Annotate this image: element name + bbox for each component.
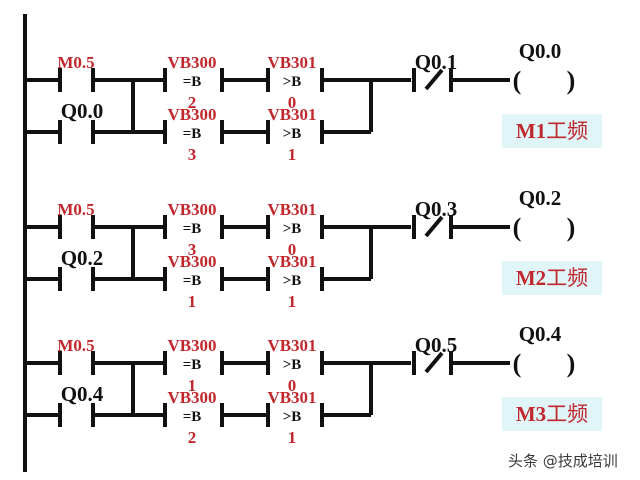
compare-contact-VB301-0-1[interactable]: VB301 >B 0 xyxy=(266,200,324,259)
mode-label-text: M1工频 xyxy=(516,119,588,143)
compare-contact-VB301-1-1[interactable]: VB301 >B 1 xyxy=(266,388,324,447)
interlock-nc-contact-Q0.1[interactable]: Q0.1 xyxy=(412,50,458,92)
enable-contact-label: M0.5 xyxy=(57,53,94,72)
compare-operand1: VB300 xyxy=(167,200,216,219)
rung-2: M0.5Q0.2VB300=B3VB301>B0VB300=B1VB301>B1… xyxy=(25,186,602,311)
compare-operand2: 0 xyxy=(288,240,297,259)
compare-contact-VB301-1-1[interactable]: VB301 >B 1 xyxy=(266,105,324,164)
compare-operand1: VB301 xyxy=(267,252,316,271)
coil-right-paren: ) xyxy=(567,213,576,242)
compare-operator: >B xyxy=(283,221,302,237)
compare-operand2: 0 xyxy=(288,376,297,395)
coil-right-paren: ) xyxy=(567,349,576,378)
compare-operator: >B xyxy=(283,126,302,142)
compare-operator: =B xyxy=(183,357,202,373)
seal-contact-label: Q0.2 xyxy=(61,246,104,270)
compare-operand1: VB301 xyxy=(267,53,316,72)
mode-label: M2工频 xyxy=(502,261,602,295)
compare-operator: >B xyxy=(283,273,302,289)
coil-label: Q0.0 xyxy=(519,39,562,63)
nc-slash xyxy=(424,215,444,238)
mode-label-bg xyxy=(502,397,602,431)
compare-contact-VB301-0-1[interactable]: VB301 >B 0 xyxy=(266,53,324,112)
compare-contact-VB300-0-0[interactable]: VB300 =B 1 xyxy=(163,336,224,395)
interlock-contact-label: Q0.5 xyxy=(415,333,458,357)
compare-operator: >B xyxy=(283,409,302,425)
compare-contact-VB300-1-0[interactable]: VB300 =B 1 xyxy=(163,252,224,311)
mode-name: 工频 xyxy=(546,402,588,426)
motor-id: M1 xyxy=(516,119,546,143)
compare-contact-VB300-1-0[interactable]: VB300 =B 2 xyxy=(163,388,224,447)
compare-operand1: VB301 xyxy=(267,200,316,219)
output-coil-Q0.4[interactable]: ()Q0.4 xyxy=(513,322,576,378)
mode-label-text: M2工频 xyxy=(516,266,588,290)
compare-operand2: 1 xyxy=(288,428,297,447)
compare-operand2: 2 xyxy=(188,93,197,112)
mode-name: 工频 xyxy=(546,119,588,143)
compare-operand1: VB300 xyxy=(167,336,216,355)
compare-operator: =B xyxy=(183,74,202,90)
compare-operand1: VB301 xyxy=(267,105,316,124)
compare-contact-VB301-1-1[interactable]: VB301 >B 1 xyxy=(266,252,324,311)
compare-operand2: 1 xyxy=(288,145,297,164)
compare-contact-VB300-0-0[interactable]: VB300 =B 3 xyxy=(163,200,224,259)
interlock-nc-contact-Q0.5[interactable]: Q0.5 xyxy=(412,333,458,375)
mode-label: M1工频 xyxy=(502,114,602,148)
mode-label-bg xyxy=(502,261,602,295)
compare-operator: =B xyxy=(183,409,202,425)
seal-contact-label: Q0.0 xyxy=(61,99,104,123)
seal-contact-Q0.0[interactable] xyxy=(58,120,95,144)
compare-operand1: VB300 xyxy=(167,388,216,407)
compare-operand2: 2 xyxy=(188,428,197,447)
interlock-contact-label: Q0.1 xyxy=(415,50,458,74)
enable-contact-label: M0.5 xyxy=(57,336,94,355)
output-coil-Q0.2[interactable]: ()Q0.2 xyxy=(513,186,576,242)
coil-label: Q0.4 xyxy=(519,322,562,346)
compare-operand2: 1 xyxy=(188,292,197,311)
compare-operand1: VB300 xyxy=(167,53,216,72)
mode-label-text: M3工频 xyxy=(516,402,588,426)
seal-contact-label: Q0.4 xyxy=(61,382,104,406)
compare-contact-VB301-0-1[interactable]: VB301 >B 0 xyxy=(266,336,324,395)
rung-3: M0.5Q0.4VB300=B1VB301>B0VB300=B2VB301>B1… xyxy=(25,322,602,447)
output-coil-Q0.0[interactable]: ()Q0.0 xyxy=(513,39,576,95)
nc-slash xyxy=(424,351,444,374)
compare-operand1: VB300 xyxy=(167,252,216,271)
coil-right-paren: ) xyxy=(567,66,576,95)
compare-operand2: 1 xyxy=(188,376,197,395)
mode-name: 工频 xyxy=(546,266,588,290)
compare-operator: >B xyxy=(283,74,302,90)
motor-id: M2 xyxy=(516,266,546,290)
compare-operator: >B xyxy=(283,357,302,373)
compare-operand2: 1 xyxy=(288,292,297,311)
interlock-contact-label: Q0.3 xyxy=(415,197,458,221)
coil-label: Q0.2 xyxy=(519,186,562,210)
compare-operator: =B xyxy=(183,126,202,142)
rung-1: M0.5Q0.0VB300=B2VB301>B0VB300=B3VB301>B1… xyxy=(25,39,602,164)
compare-contact-VB300-0-0[interactable]: VB300 =B 2 xyxy=(163,53,224,112)
coil-left-paren: ( xyxy=(513,349,522,378)
compare-contact-VB300-1-0[interactable]: VB300 =B 3 xyxy=(163,105,224,164)
compare-operand1: VB301 xyxy=(267,388,316,407)
compare-operator: =B xyxy=(183,221,202,237)
compare-operand1: VB301 xyxy=(267,336,316,355)
seal-contact-Q0.2[interactable] xyxy=(58,267,95,291)
mode-label-bg xyxy=(502,114,602,148)
compare-operand2: 3 xyxy=(188,145,197,164)
mode-label: M3工频 xyxy=(502,397,602,431)
coil-left-paren: ( xyxy=(513,213,522,242)
compare-operator: =B xyxy=(183,273,202,289)
nc-slash xyxy=(424,68,444,91)
interlock-nc-contact-Q0.3[interactable]: Q0.3 xyxy=(412,197,458,239)
coil-left-paren: ( xyxy=(513,66,522,95)
compare-operand2: 3 xyxy=(188,240,197,259)
motor-id: M3 xyxy=(516,402,546,426)
compare-operand2: 0 xyxy=(288,93,297,112)
compare-operand1: VB300 xyxy=(167,105,216,124)
enable-contact-label: M0.5 xyxy=(57,200,94,219)
watermark: 头条 @技成培训 xyxy=(508,452,618,470)
seal-contact-Q0.4[interactable] xyxy=(58,403,95,427)
